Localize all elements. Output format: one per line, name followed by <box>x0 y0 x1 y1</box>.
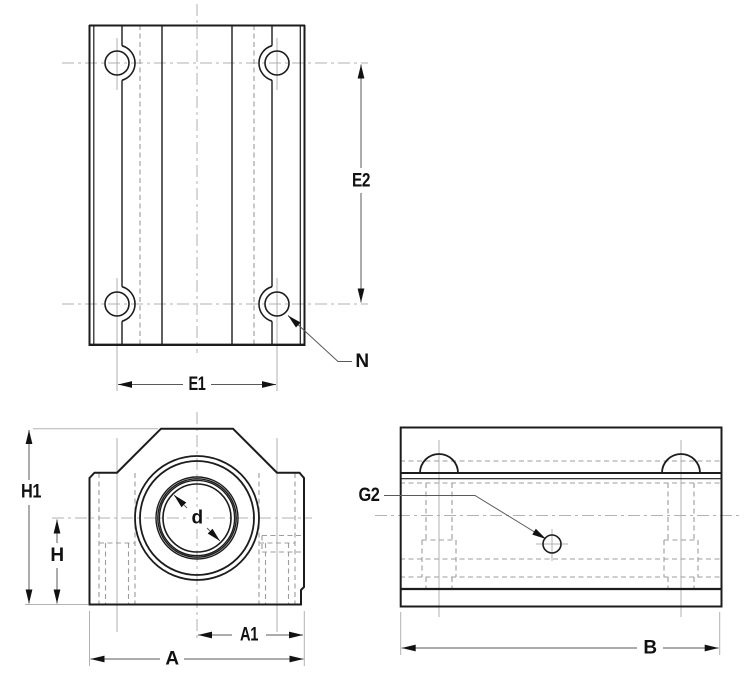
bolt-seat-arc-left <box>419 453 459 474</box>
dim-label-e1: E1 <box>189 374 207 395</box>
mounting-hole-top-right <box>258 44 290 82</box>
top-view-hidden-edges <box>139 25 255 345</box>
mounting-hole-bottom-left <box>104 285 136 323</box>
g2-leader-line <box>384 495 547 540</box>
dim-label-e2: E2 <box>352 171 370 192</box>
front-view-hidden-grease-hole <box>261 534 304 553</box>
dim-label-b: B <box>643 638 656 659</box>
dimension-e2: E2 <box>352 64 371 303</box>
side-view-hidden-hole-left <box>421 483 457 589</box>
callout-g2: G2 <box>359 485 547 540</box>
front-view-hidden-holes <box>98 473 296 604</box>
front-view-body <box>88 427 305 606</box>
dimension-e1: E1 <box>118 374 276 395</box>
dimension-d: d <box>173 494 221 542</box>
dim-label-h1: H1 <box>21 482 42 503</box>
mounting-hole-top-left <box>104 44 136 82</box>
dim-label-g2: G2 <box>359 485 380 506</box>
dim-label-a1: A1 <box>240 625 259 646</box>
n-leader-line <box>287 315 352 362</box>
top-view: E2 E1 N <box>62 4 371 395</box>
dim-label-h: H <box>50 545 63 566</box>
dimension-h1: H1 <box>21 430 42 604</box>
front-view-extension-lines <box>25 428 305 666</box>
dimension-h: H <box>50 519 64 604</box>
top-view-body <box>88 24 306 346</box>
bolt-seat-arc-right <box>661 453 701 474</box>
dim-label-n: N <box>355 351 368 372</box>
mounting-hole-bottom-right <box>258 285 290 323</box>
front-view: d H1 H A1 A <box>21 412 312 670</box>
dim-label-d: d <box>191 508 202 529</box>
dimension-a1: A1 <box>198 625 303 646</box>
grease-hole-circle <box>542 534 562 554</box>
grease-hole-centermark <box>536 529 568 561</box>
side-view: G2 B <box>359 426 742 659</box>
front-view-hole-centerlines <box>116 438 278 632</box>
side-view-hole-centerlines <box>438 440 682 617</box>
callout-n: N <box>287 315 369 372</box>
b-extension-lines <box>400 612 721 655</box>
dimension-a: A <box>90 649 304 670</box>
dim-label-a: A <box>165 649 179 670</box>
dimension-b: B <box>400 612 721 659</box>
side-view-hidden-hole-right <box>663 483 699 589</box>
bore-circles <box>134 455 260 581</box>
side-view-body <box>399 426 723 608</box>
hole-centermark-ticks <box>116 38 278 391</box>
